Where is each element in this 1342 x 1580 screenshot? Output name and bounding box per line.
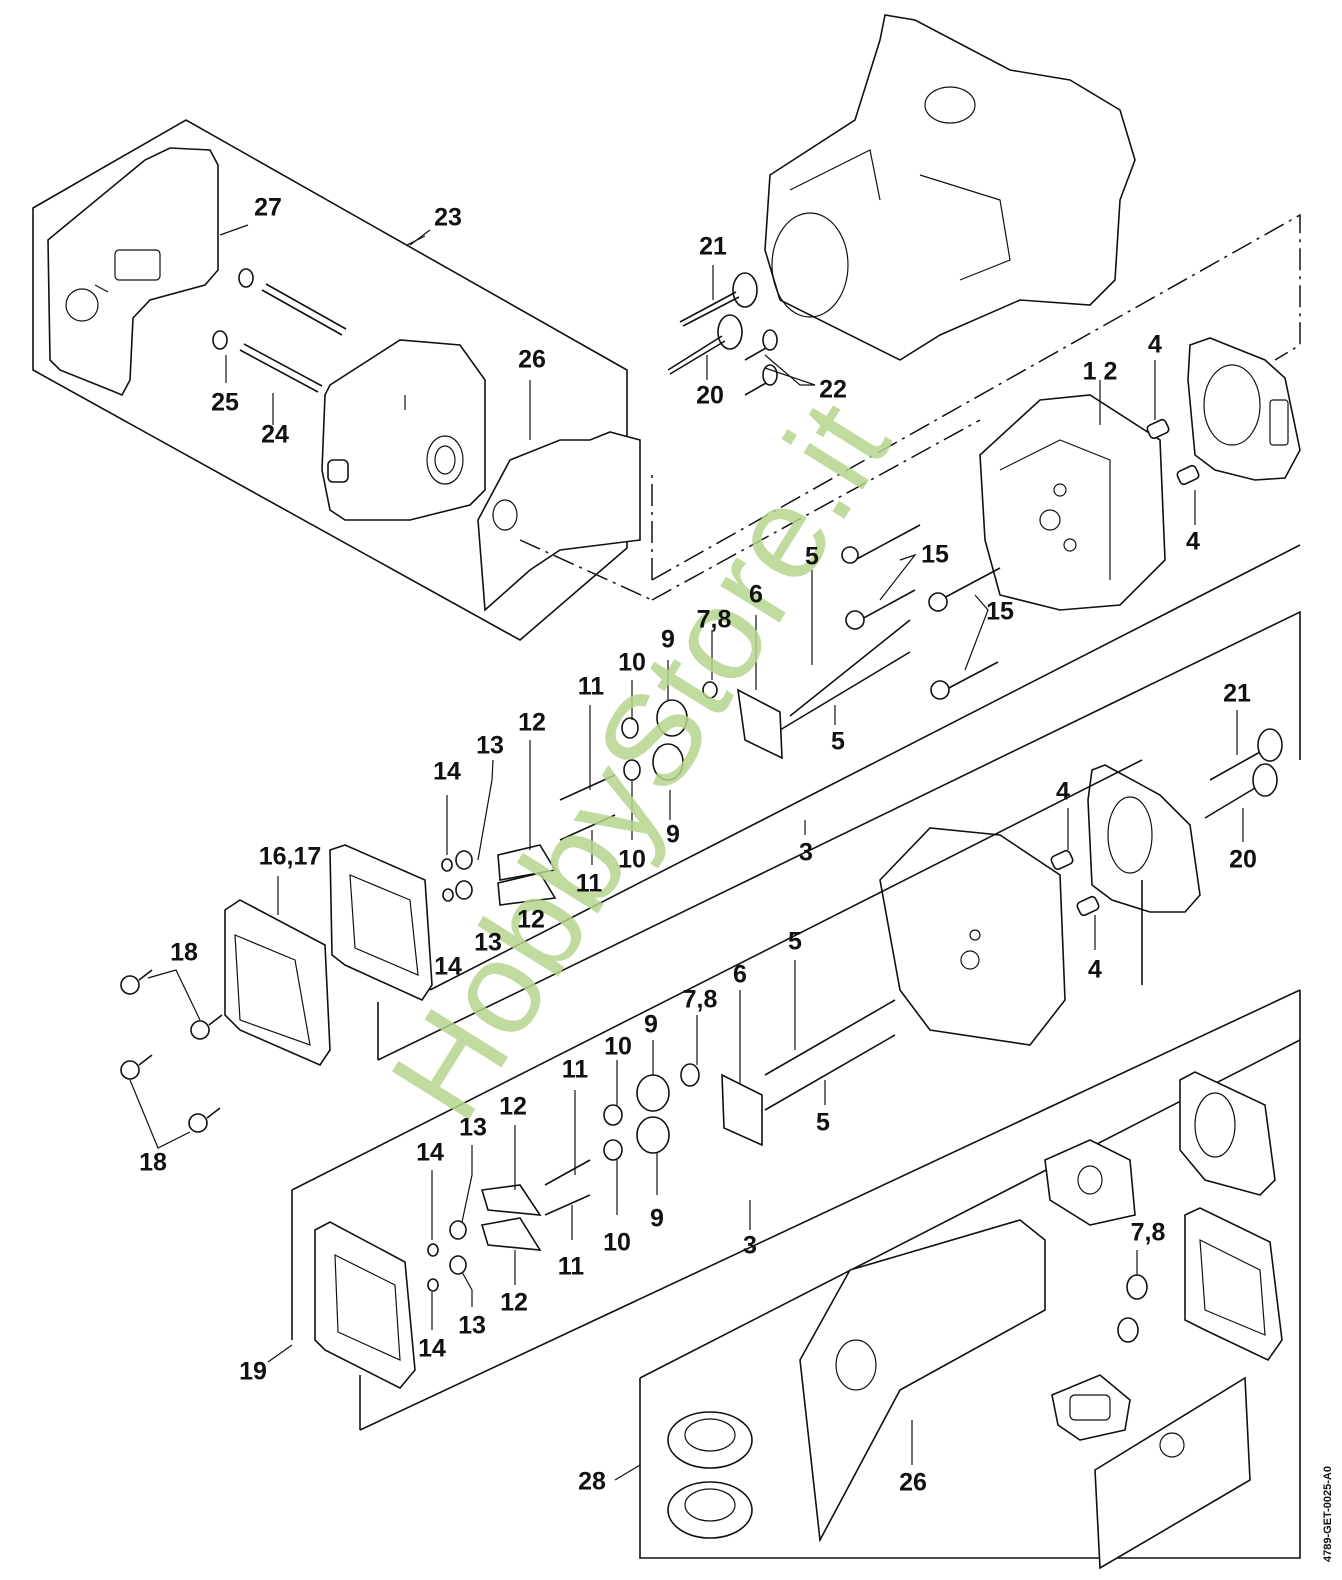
callout-13: 13 bbox=[476, 731, 504, 760]
callout-13: 13 bbox=[474, 928, 502, 957]
callout-11: 11 bbox=[577, 672, 605, 701]
dowel-pins-top bbox=[1146, 418, 1200, 486]
callout-22: 22 bbox=[819, 375, 847, 404]
callout-14: 14 bbox=[433, 757, 461, 786]
callout-10: 10 bbox=[618, 845, 646, 874]
rocker-kit-frame-lower bbox=[291, 759, 1301, 1431]
callout-12: 12 bbox=[518, 708, 546, 737]
callout-9: 9 bbox=[661, 625, 675, 654]
document-id: 4789-GET-0025-A0 bbox=[1322, 1466, 1334, 1562]
callout-21: 21 bbox=[699, 232, 727, 261]
callout-12: 12 bbox=[499, 1092, 527, 1121]
pushrods-top bbox=[779, 619, 911, 731]
callout-14: 14 bbox=[434, 952, 462, 981]
rocker-cover-part bbox=[224, 899, 331, 1067]
callout-12: 12 bbox=[500, 1288, 528, 1317]
cylinder-head-lower-part bbox=[879, 827, 1066, 1046]
callout-1-2: 1 2 bbox=[1082, 357, 1118, 386]
pushrods-lower bbox=[764, 999, 896, 1111]
callout-14: 14 bbox=[416, 1138, 444, 1167]
muffler-part bbox=[321, 339, 486, 521]
head-bolts-top bbox=[841, 524, 1001, 700]
leader-lines bbox=[219, 224, 1244, 1481]
callout-26: 26 bbox=[518, 345, 546, 374]
callout-4: 4 bbox=[1186, 527, 1200, 556]
callout-19: 19 bbox=[239, 1357, 267, 1386]
head-gasket-top bbox=[1187, 337, 1301, 481]
valves-top bbox=[667, 272, 778, 396]
callout-4: 4 bbox=[1148, 330, 1162, 359]
callout-24: 24 bbox=[261, 420, 289, 449]
callout-4: 4 bbox=[1056, 777, 1070, 806]
callout-23: 23 bbox=[434, 203, 462, 232]
callout-20: 20 bbox=[1229, 845, 1257, 874]
callout-16-17: 16,17 bbox=[258, 842, 322, 871]
callout-5: 5 bbox=[805, 542, 819, 571]
callout-9: 9 bbox=[650, 1204, 664, 1233]
gasket-set-parts bbox=[667, 1071, 1283, 1570]
callout-9: 9 bbox=[644, 1010, 658, 1039]
callout-18: 18 bbox=[170, 938, 198, 967]
callout-27: 27 bbox=[254, 193, 282, 222]
callout-13: 13 bbox=[459, 1113, 487, 1142]
head-gasket-lower bbox=[1087, 764, 1201, 913]
rocker-kit-frame-top bbox=[377, 544, 1301, 1061]
cylinder-head-part bbox=[979, 394, 1166, 611]
callout-5: 5 bbox=[816, 1108, 830, 1137]
cover-bolts bbox=[120, 969, 223, 1149]
callout-10: 10 bbox=[603, 1228, 631, 1257]
stud-bolts bbox=[212, 268, 347, 393]
callout-21: 21 bbox=[1223, 679, 1251, 708]
callout-10: 10 bbox=[618, 648, 646, 677]
callout-15: 15 bbox=[986, 597, 1014, 626]
callout-6: 6 bbox=[749, 580, 763, 609]
head-assembly-frame bbox=[519, 213, 1301, 601]
callout-12: 12 bbox=[517, 905, 545, 934]
callout-18: 18 bbox=[139, 1148, 167, 1177]
callout-7-8: 7,8 bbox=[1130, 1218, 1166, 1247]
callout-7-8: 7,8 bbox=[696, 605, 732, 634]
callout-28: 28 bbox=[578, 1467, 606, 1496]
callout-3: 3 bbox=[799, 838, 813, 867]
heat-shield-part bbox=[47, 147, 219, 397]
muffler-gasket-part bbox=[477, 431, 641, 612]
callout-4: 4 bbox=[1088, 955, 1102, 984]
callout-25: 25 bbox=[211, 388, 239, 417]
callout-6: 6 bbox=[733, 960, 747, 989]
callout-14: 14 bbox=[418, 1334, 446, 1363]
callout-10: 10 bbox=[604, 1032, 632, 1061]
callout-5: 5 bbox=[788, 927, 802, 956]
valve-train-top bbox=[441, 681, 783, 906]
valve-train-lower bbox=[427, 1063, 763, 1292]
cylinder-block-part bbox=[764, 14, 1136, 361]
callout-11: 11 bbox=[575, 869, 603, 898]
callout-26: 26 bbox=[899, 1468, 927, 1497]
callout-13: 13 bbox=[458, 1311, 486, 1340]
callout-7-8: 7,8 bbox=[682, 985, 718, 1014]
callout-9: 9 bbox=[666, 820, 680, 849]
rocker-cover-gasket-lower bbox=[314, 1221, 416, 1390]
callout-20: 20 bbox=[696, 381, 724, 410]
callout-15: 15 bbox=[921, 540, 949, 569]
callout-11: 11 bbox=[557, 1252, 585, 1281]
dowel-pins-lower bbox=[1050, 849, 1100, 917]
rocker-cover-gasket-part bbox=[329, 844, 433, 1002]
callout-3: 3 bbox=[743, 1231, 757, 1260]
callout-5: 5 bbox=[831, 727, 845, 756]
callout-11: 11 bbox=[561, 1055, 589, 1084]
valves-lower bbox=[1204, 728, 1283, 819]
